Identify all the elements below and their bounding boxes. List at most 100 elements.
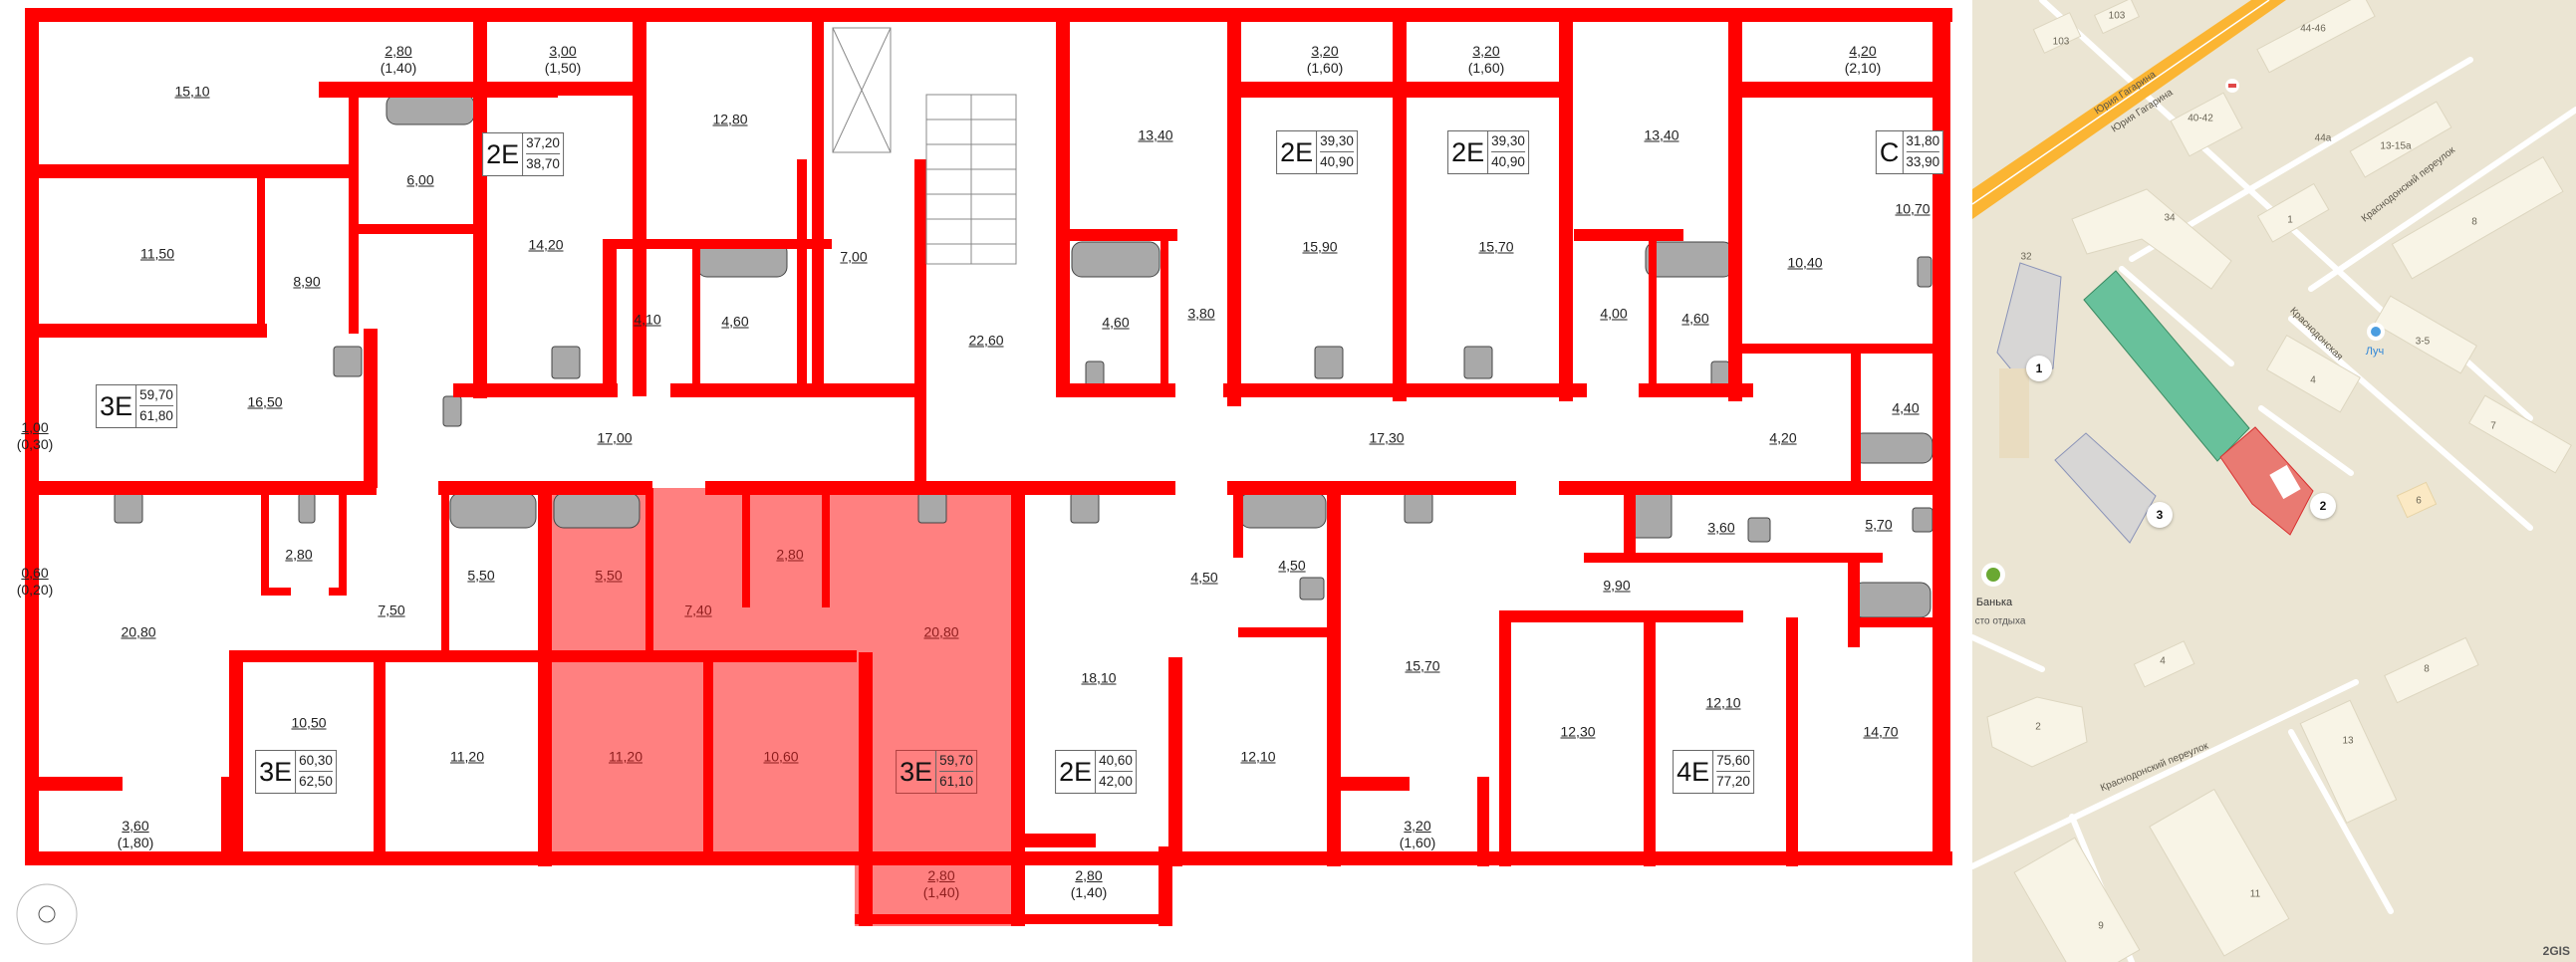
room-area-label: 10,60 [763,748,799,765]
room-area-label: 10,70 [1895,200,1931,217]
living-area: 59,70 [939,751,973,772]
selected-apartment-highlight[interactable] [543,488,1011,926]
stove-icon [333,346,363,377]
wall [703,652,713,861]
wall [645,488,653,657]
wall [1477,777,1489,866]
room-area-label: 12,80 [712,111,748,127]
building-pin[interactable]: 3 [2147,502,2173,528]
wall [1499,617,1511,866]
bathtub-icon [1852,432,1933,464]
wall [914,159,926,488]
room-area-label: 4,50 [1278,557,1306,574]
map-building-label: 1 [2287,214,2293,226]
wall [1227,481,1516,495]
room-area-label: 14,20 [528,236,564,253]
poi-sauna-label[interactable]: Банька [1975,597,2013,608]
wall [1011,488,1025,926]
room-area-label: 12,30 [1560,723,1596,740]
location-map[interactable]: 103 103 44-46 40-42 44а 13-15а 34 32 1 8… [1972,0,2576,962]
compass-icon[interactable] [16,883,78,945]
map-building-label: 103 [2052,36,2070,48]
wall [603,239,832,249]
room-area-label: 15,90 [1302,238,1338,255]
map-building-label: 3-5 [2415,336,2431,348]
wall [1639,383,1753,397]
apartment-type: 2E [1448,131,1489,173]
toilet-icon [442,395,462,427]
room-area-label: 12,10 [1240,748,1276,765]
map-building-label: 4 [2160,655,2166,667]
stove-icon [1314,346,1344,379]
building-1-facade [1999,368,2029,458]
wall [1574,229,1683,241]
balcony-area-label: 3,20(1,60) [1306,43,1344,76]
room-area-label: 11,20 [609,748,643,765]
balcony-area-label: 3,20(1,60) [1467,43,1505,76]
wall [1011,914,1170,924]
map-building-label: 32 [2020,251,2032,263]
map-building-label: 13 [2342,735,2354,747]
living-area: 39,30 [1320,131,1354,152]
room-area-label: 5,70 [1865,516,1893,533]
wall [473,8,487,398]
bathtub-icon [553,492,641,529]
wall [1634,610,1743,622]
building-pin[interactable]: 1 [2026,356,2052,381]
wall [1056,383,1175,397]
apartment-type: 3E [97,385,137,427]
poi-luch-label[interactable]: Луч [2365,346,2385,358]
wall [1327,488,1341,866]
wall [1848,553,1860,647]
room-area-label: 20,80 [121,623,156,640]
total-area: 77,20 [1716,774,1750,789]
wall [25,8,1952,22]
wall [603,239,617,388]
map-provider-logo: 2GIS [2542,944,2570,958]
balcony-area-label: 3,20(1,60) [1399,818,1436,850]
room-area-label: 5,50 [467,567,495,584]
wall [453,383,618,397]
room-area-label: 7,00 [840,248,868,265]
living-area: 75,60 [1716,751,1750,772]
living-area: 60,30 [299,751,333,772]
wall [1223,383,1587,397]
elevator-shaft-icon [832,27,892,153]
stove-icon [917,492,947,524]
room-area-label: 9,90 [1603,577,1631,594]
room-area-label: 7,50 [378,601,405,618]
room-area-label: 4,60 [1681,310,1709,327]
wall [692,239,700,388]
building-other-sections [2083,270,2250,462]
room-area-label: 17,00 [597,429,633,446]
wall [1227,8,1241,406]
wall [1559,481,1947,495]
stove-icon [114,492,143,524]
wall [339,488,347,593]
map-building-label: 2 [2035,721,2041,733]
wall [1584,553,1883,563]
stove-icon [1070,492,1100,524]
room-area-label: 15,10 [174,83,210,100]
room-area-label: 7,40 [684,601,712,618]
wall [38,164,357,178]
total-area: 40,90 [1491,154,1525,169]
toilet-icon [1747,517,1771,543]
wall [742,488,750,607]
wall [812,8,824,396]
wall [1624,488,1636,558]
room-area-label: 20,80 [923,623,959,640]
wall [855,914,1014,924]
balcony-area-label: 0,60(0,20) [16,565,54,598]
building-pin[interactable]: 2 [2310,493,2336,519]
balcony-area-label: 2,80(1,40) [1070,867,1108,900]
